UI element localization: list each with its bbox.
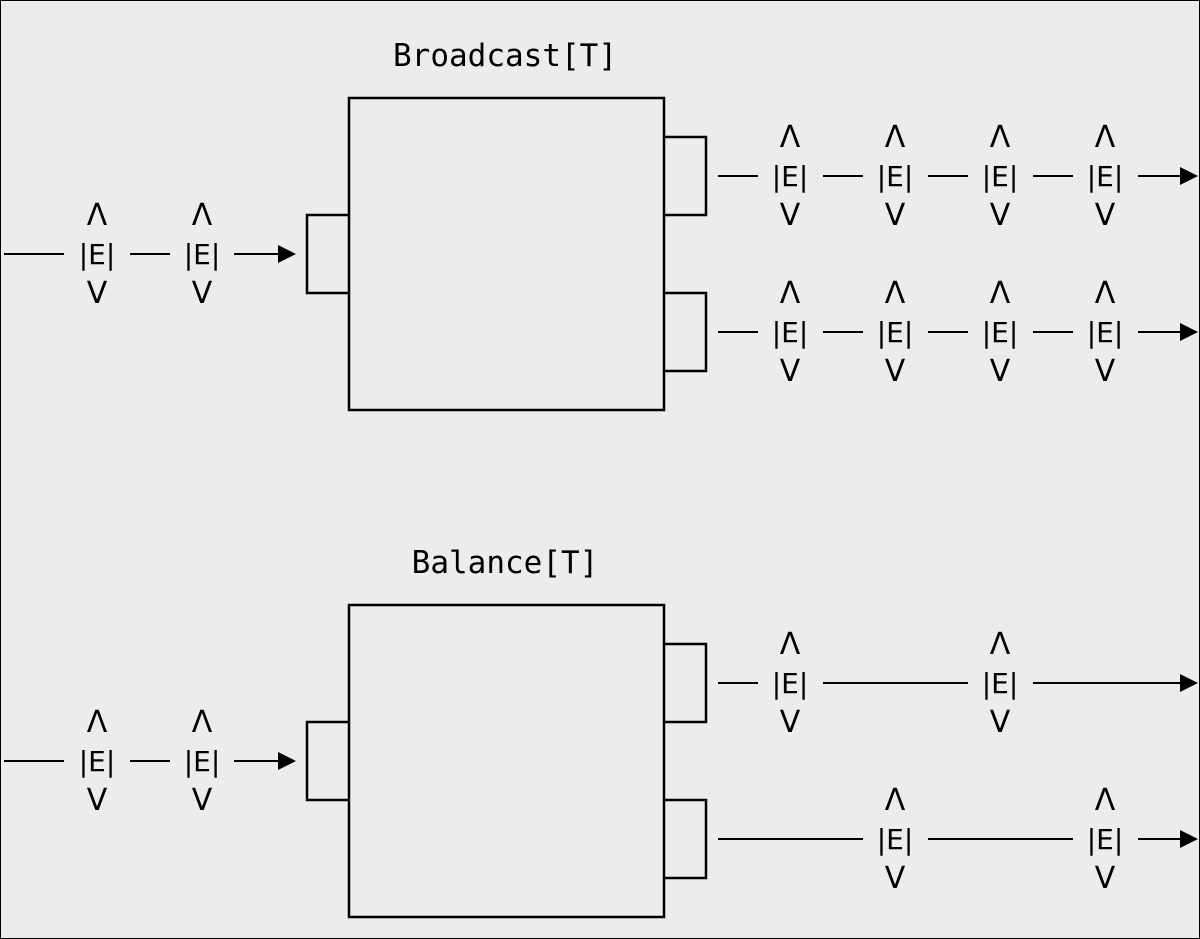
- element-label: |E|: [877, 316, 914, 349]
- arrowhead: [1180, 323, 1198, 341]
- element-down-glyph: V: [192, 276, 213, 311]
- broadcast-input-stream: Λ |E| V Λ |E| V: [4, 198, 296, 311]
- element-up-glyph: Λ: [885, 120, 906, 155]
- element-label: |E|: [877, 823, 914, 856]
- element-label: |E|: [772, 160, 809, 193]
- element-up-glyph: Λ: [780, 276, 801, 311]
- balance-box: [347, 603, 666, 919]
- element-down-glyph: V: [780, 354, 801, 389]
- stream-element: Λ |E| V: [772, 276, 809, 389]
- element-up-glyph: Λ: [780, 120, 801, 155]
- broadcast-output-stream-1: Λ |E| V Λ |E| V Λ |E| V Λ |E| V: [718, 120, 1198, 233]
- element-up-glyph: Λ: [990, 120, 1011, 155]
- broadcast-diagram: Λ |E| V Λ |E| V Λ |E|: [4, 96, 1198, 412]
- balance-output-stream-1: Λ |E| V Λ |E| V: [718, 627, 1198, 740]
- element-down-glyph: V: [885, 198, 906, 233]
- balance-diagram: Λ |E| V Λ |E| V Λ |E| V: [4, 603, 1198, 919]
- element-label: |E|: [1087, 823, 1124, 856]
- element-down-glyph: V: [990, 198, 1011, 233]
- stream-element: Λ |E| V: [1087, 276, 1124, 389]
- element-label: |E|: [877, 160, 914, 193]
- element-up-glyph: Λ: [990, 276, 1011, 311]
- stream-element: Λ |E| V: [877, 276, 914, 389]
- stream-element: Λ |E| V: [1087, 783, 1124, 896]
- element-label: |E|: [184, 745, 221, 778]
- broadcast-title: Broadcast[T]: [393, 38, 617, 74]
- element-down-glyph: V: [1095, 354, 1116, 389]
- element-up-glyph: Λ: [87, 198, 108, 233]
- balance-input-stream: Λ |E| V Λ |E| V: [4, 705, 296, 818]
- element-label: |E|: [79, 238, 116, 271]
- stream-element: Λ |E| V: [877, 783, 914, 896]
- element-up-glyph: Λ: [1095, 276, 1116, 311]
- stream-element: Λ |E| V: [772, 120, 809, 233]
- element-down-glyph: V: [87, 276, 108, 311]
- stream-element: Λ |E| V: [184, 705, 221, 818]
- balance-title: Balance[T]: [411, 545, 599, 581]
- element-label: |E|: [1087, 160, 1124, 193]
- stream-element: Λ |E| V: [982, 120, 1019, 233]
- stream-element: Λ |E| V: [982, 627, 1019, 740]
- stream-element: Λ |E| V: [79, 705, 116, 818]
- element-label: |E|: [1087, 316, 1124, 349]
- broadcast-input-port: [305, 213, 349, 295]
- element-label: |E|: [982, 160, 1019, 193]
- arrowhead: [1180, 830, 1198, 848]
- balance-output-port-1: [664, 642, 708, 724]
- arrowhead: [278, 752, 296, 770]
- stream-element: Λ |E| V: [772, 627, 809, 740]
- element-up-glyph: Λ: [1095, 120, 1116, 155]
- element-down-glyph: V: [780, 198, 801, 233]
- element-down-glyph: V: [1095, 861, 1116, 896]
- element-up-glyph: Λ: [780, 627, 801, 662]
- element-down-glyph: V: [192, 783, 213, 818]
- broadcast-output-port-2: [664, 291, 708, 373]
- element-up-glyph: Λ: [192, 198, 213, 233]
- element-label: |E|: [184, 238, 221, 271]
- balance-output-port-2: [664, 798, 708, 880]
- balance-output-stream-2: Λ |E| V Λ |E| V: [718, 783, 1198, 896]
- broadcast-box: [347, 96, 666, 412]
- balance-input-port: [305, 720, 349, 802]
- stream-element: Λ |E| V: [1087, 120, 1124, 233]
- arrowhead: [278, 245, 296, 263]
- element-up-glyph: Λ: [87, 705, 108, 740]
- element-label: |E|: [772, 316, 809, 349]
- element-label: |E|: [982, 667, 1019, 700]
- stream-element: Λ |E| V: [184, 198, 221, 311]
- arrowhead: [1180, 674, 1198, 692]
- element-down-glyph: V: [885, 354, 906, 389]
- element-down-glyph: V: [885, 861, 906, 896]
- element-up-glyph: Λ: [990, 627, 1011, 662]
- element-up-glyph: Λ: [1095, 783, 1116, 818]
- element-down-glyph: V: [1095, 198, 1116, 233]
- element-down-glyph: V: [990, 705, 1011, 740]
- broadcast-output-stream-2: Λ |E| V Λ |E| V Λ |E| V Λ |E| V: [718, 276, 1198, 389]
- element-up-glyph: Λ: [192, 705, 213, 740]
- element-down-glyph: V: [780, 705, 801, 740]
- element-label: |E|: [79, 745, 116, 778]
- stream-element: Λ |E| V: [877, 120, 914, 233]
- element-down-glyph: V: [87, 783, 108, 818]
- stream-element: Λ |E| V: [982, 276, 1019, 389]
- stream-element: Λ |E| V: [79, 198, 116, 311]
- element-up-glyph: Λ: [885, 783, 906, 818]
- element-label: |E|: [982, 316, 1019, 349]
- element-up-glyph: Λ: [885, 276, 906, 311]
- broadcast-output-port-1: [664, 135, 708, 217]
- element-down-glyph: V: [990, 354, 1011, 389]
- element-label: |E|: [772, 667, 809, 700]
- arrowhead: [1180, 167, 1198, 185]
